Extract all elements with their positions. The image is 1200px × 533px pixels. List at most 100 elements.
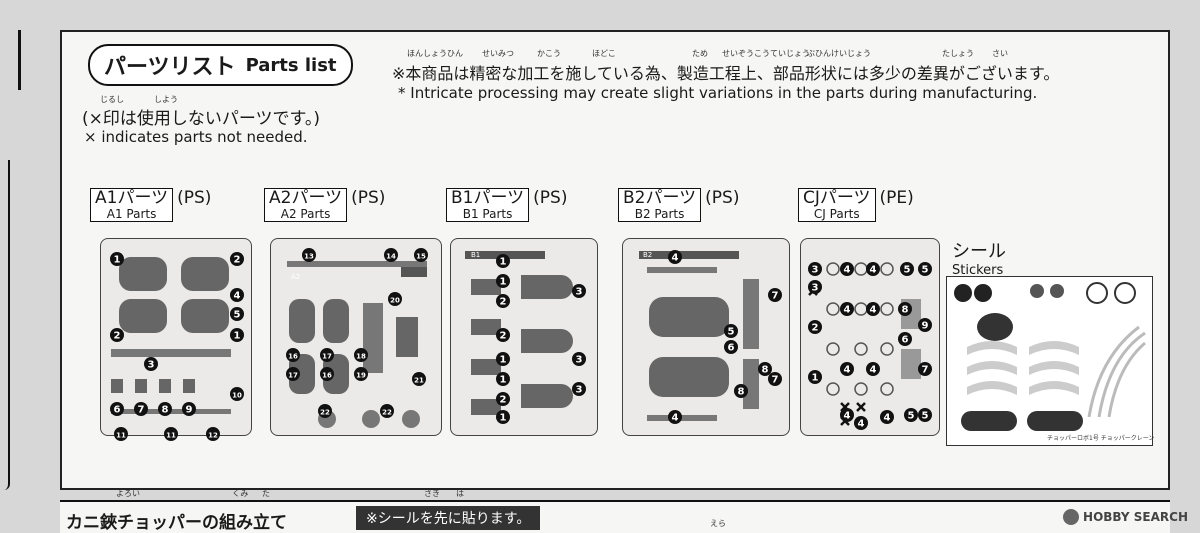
- ruby: ほんしょうひん: [407, 49, 463, 58]
- part-number-badge: [668, 250, 682, 264]
- part-number-label: 4: [870, 265, 877, 276]
- part-number-label: 18: [356, 353, 366, 361]
- part-number-badge: [808, 280, 822, 294]
- part-number-label: 13: [304, 253, 314, 261]
- part-number-badge: [110, 328, 124, 342]
- part-number-badge: [388, 292, 402, 306]
- part-number-badge: [866, 262, 880, 276]
- left-margin-bracket: [0, 160, 10, 490]
- part-number-label: 6: [114, 405, 121, 416]
- stickers-label-jp: シール: [952, 241, 1006, 262]
- watermark: HOBBY SEARCH: [1063, 509, 1188, 525]
- assembly-step-title: カニ鋏チョッパーの組み立て: [66, 513, 287, 533]
- part-number-badge: [898, 302, 912, 316]
- title-jp: パーツリスト: [104, 55, 236, 80]
- part-number-badge: [496, 328, 510, 342]
- part-number-badge: [918, 318, 932, 332]
- part-number-badge: [380, 404, 394, 418]
- ruby: じるし: [100, 95, 124, 104]
- runner-tag: B2: [643, 251, 652, 259]
- part-number-badge: [496, 274, 510, 288]
- part-number-label: 4: [234, 291, 241, 302]
- part-number-badge: [158, 402, 172, 416]
- manufacturing-notice-jp: ※本商品は精密な加工を施している為、製造工程上、部品形状には多少の差異がございま…: [392, 64, 1060, 83]
- runner-material: (PS): [177, 188, 212, 208]
- part-number-label: 2: [500, 395, 507, 406]
- part-number-badge: [496, 372, 510, 386]
- part-number-badge: [496, 254, 510, 268]
- part-number-badge: [134, 402, 148, 416]
- part-number-label: 7: [138, 405, 145, 416]
- part-number-label: 7: [922, 365, 929, 376]
- part-number-badge: [572, 382, 586, 396]
- runner-label-jp: A2パーツ: [269, 188, 343, 208]
- part-number-label: 5: [234, 310, 241, 321]
- runner-label-en: B1 Parts: [462, 207, 513, 221]
- not-needed-note-jp: (×印は使用しないパーツです。): [82, 109, 320, 129]
- part-number-label: 1: [812, 373, 819, 384]
- part-number-label: 4: [672, 413, 679, 424]
- part-number-label: 11: [166, 432, 176, 440]
- stickers-label-en: Stickers: [952, 263, 1004, 278]
- part-number-label: 3: [576, 355, 583, 366]
- part-number-label: 14: [386, 253, 396, 261]
- part-number-badge: [286, 348, 300, 362]
- part-number-label: 19: [356, 372, 366, 380]
- part-number-label: 8: [762, 365, 769, 376]
- not-needed-note-en: × indicates parts not needed.: [84, 128, 308, 146]
- part-number-badge: [840, 408, 854, 422]
- part-number-label: 1: [500, 257, 507, 268]
- part-number-badge: [854, 416, 868, 430]
- ruby: たしょう: [942, 49, 974, 58]
- part-number-label: 8: [738, 387, 745, 398]
- part-number-badge: [384, 248, 398, 262]
- part-number-label: 1: [114, 255, 121, 266]
- ruby: よろい: [116, 489, 140, 498]
- part-number-label: 11: [116, 432, 126, 440]
- runner-label-en: CJ Parts: [813, 207, 860, 221]
- parts-list-title: パーツリスト Parts list: [88, 44, 353, 86]
- part-number-label: 4: [844, 305, 851, 316]
- part-number-label: 4: [844, 265, 851, 276]
- part-number-label: 17: [322, 353, 332, 361]
- part-number-badge: [808, 320, 822, 334]
- part-number-label: 12: [208, 432, 218, 440]
- part-number-label: 1: [500, 375, 507, 386]
- part-number-badge: [724, 340, 738, 354]
- part-number-badge: [318, 404, 332, 418]
- part-number-badge: [918, 262, 932, 276]
- ruby: さき: [424, 489, 440, 498]
- runner-material: (PS): [705, 188, 740, 208]
- part-number-badge: [840, 302, 854, 316]
- title-en: Parts list: [245, 54, 337, 76]
- part-number-badge: [808, 262, 822, 276]
- part-number-badge: [768, 288, 782, 302]
- part-number-badge: [302, 248, 316, 262]
- part-number-badge: [114, 427, 128, 441]
- part-number-badge: [758, 362, 772, 376]
- stickers-label: シール Stickers: [952, 237, 1006, 278]
- ruby: ため: [692, 49, 708, 58]
- part-number-label: 7: [772, 291, 779, 302]
- left-margin-mark: [0, 30, 21, 90]
- parts-list-sheet: パーツリスト Parts list じるし しよう (×印は使用しないパーツです…: [60, 30, 1170, 490]
- part-number-badge: [496, 410, 510, 424]
- part-number-badge: [230, 288, 244, 302]
- part-number-badge: [320, 348, 334, 362]
- part-number-badge: [412, 372, 426, 386]
- part-number-label: 3: [148, 360, 155, 371]
- part-number-label: 22: [382, 409, 392, 417]
- runner-material: (PE): [879, 188, 914, 208]
- part-number-label: 4: [672, 253, 679, 264]
- ruby: ほどこ: [592, 49, 616, 58]
